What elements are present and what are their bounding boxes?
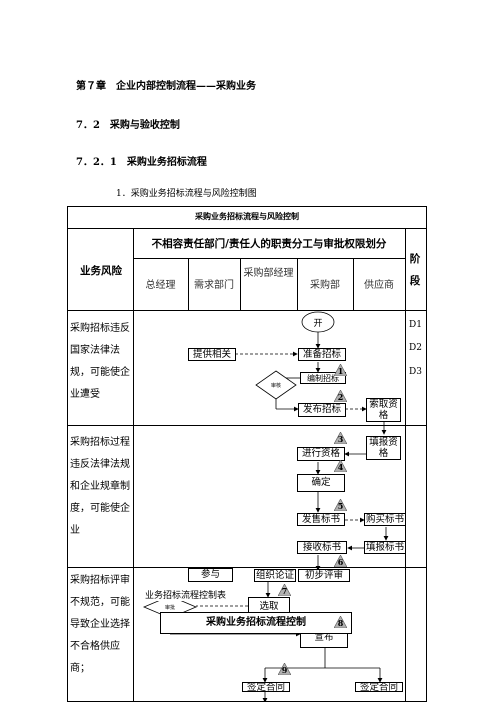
section-heading: 7．2 采购与验收控制 — [76, 120, 180, 131]
risk-text-3: 采购招标评审不规范，可能导致企业选择不合格供应商； — [70, 575, 130, 674]
responsibility-header: 不相容责任部门/责任人的职责分工与审批权限划分 — [151, 238, 387, 250]
overlay-fragment-caption: 业务招标流程控制表 — [145, 588, 241, 601]
receive-box: 接收标书 — [297, 541, 347, 554]
organize-box: 组织论证 — [254, 569, 296, 582]
buy-box: 购买标书 — [364, 513, 406, 526]
request-docs-box: 索取资格 — [366, 398, 401, 422]
step-marker-9: 9 — [278, 663, 291, 675]
prequal-box: 进行资格 — [297, 447, 345, 461]
review-diamond — [255, 370, 297, 400]
prepare-box: 准备招标 — [298, 348, 346, 361]
step-marker-7: 7 — [278, 584, 291, 596]
provide-box: 提供相关 — [188, 348, 236, 361]
column-header-purchasing: 采购部 — [310, 280, 340, 291]
figure-caption: 1．采购业务招标流程与风险控制图 — [116, 189, 257, 199]
step-marker-3: 3 — [334, 432, 347, 444]
stage-label-d3: D3 — [409, 367, 422, 377]
stage-header: 阶段 — [409, 253, 421, 287]
fill-docs-box: 填报资格 — [366, 436, 401, 460]
stage-label-d1: D1 — [409, 320, 422, 330]
start-label: 开 — [313, 319, 323, 329]
chapter-heading: 第７章 企业内部控制流程——采购业务 — [76, 81, 256, 92]
table-rule — [67, 228, 427, 229]
publish-box: 发布招标 — [298, 403, 346, 417]
confirm-box: 确定 — [297, 474, 345, 492]
table-rule — [353, 258, 354, 310]
sell-box: 发售标书 — [297, 513, 345, 526]
table-rule — [67, 567, 427, 568]
stage-label-d2: D2 — [409, 343, 422, 353]
join-box: 参与 — [188, 568, 233, 582]
risk-header: 业务风险 — [80, 265, 122, 277]
column-header-supplier: 供应商 — [364, 280, 394, 291]
column-header-purchasing-manager: 采购部经理 — [243, 268, 294, 279]
approve-label: 审批 — [164, 605, 175, 611]
start-node — [301, 311, 335, 333]
table-rule — [405, 228, 406, 702]
table-title: 采购业务招标流程与风险控制 — [195, 212, 299, 221]
column-header-demand: 需求部门 — [194, 280, 234, 291]
sign-contract-box-a: 签定合同 — [242, 682, 290, 692]
table-rule — [297, 258, 298, 310]
step-marker-2: 2 — [334, 390, 347, 402]
table-rule — [188, 258, 189, 310]
step-marker-8: 8 — [334, 616, 347, 628]
table-rule — [67, 425, 427, 426]
fill-bid-box: 填报标书 — [364, 541, 406, 554]
review-label: 审核 — [270, 383, 281, 389]
sign-contract-box-b: 签定合同 — [355, 682, 403, 692]
risk-text-2: 采购招标过程违反法律法规和企业规章制度，可能使企业 — [70, 437, 130, 536]
step-marker-5: 5 — [334, 499, 347, 511]
table-rule — [67, 310, 427, 311]
overlay-title-strip: 采购业务招标流程控制 — [160, 612, 352, 634]
step-marker-6: 6 — [334, 555, 347, 567]
step-marker-4: 4 — [334, 460, 347, 472]
risk-text-1: 采购招标违反国家法律法规，可能使企业遭受 — [70, 323, 130, 400]
table-rule — [133, 228, 134, 702]
table-rule — [133, 258, 405, 259]
subsection-heading: 7．2．1 采购业务招标流程 — [76, 157, 207, 168]
table-rule — [240, 258, 241, 310]
column-header-gm: 总经理 — [145, 280, 176, 291]
initial-review-box: 初步评审 — [298, 569, 350, 582]
step-marker-1: 1 — [334, 364, 347, 376]
